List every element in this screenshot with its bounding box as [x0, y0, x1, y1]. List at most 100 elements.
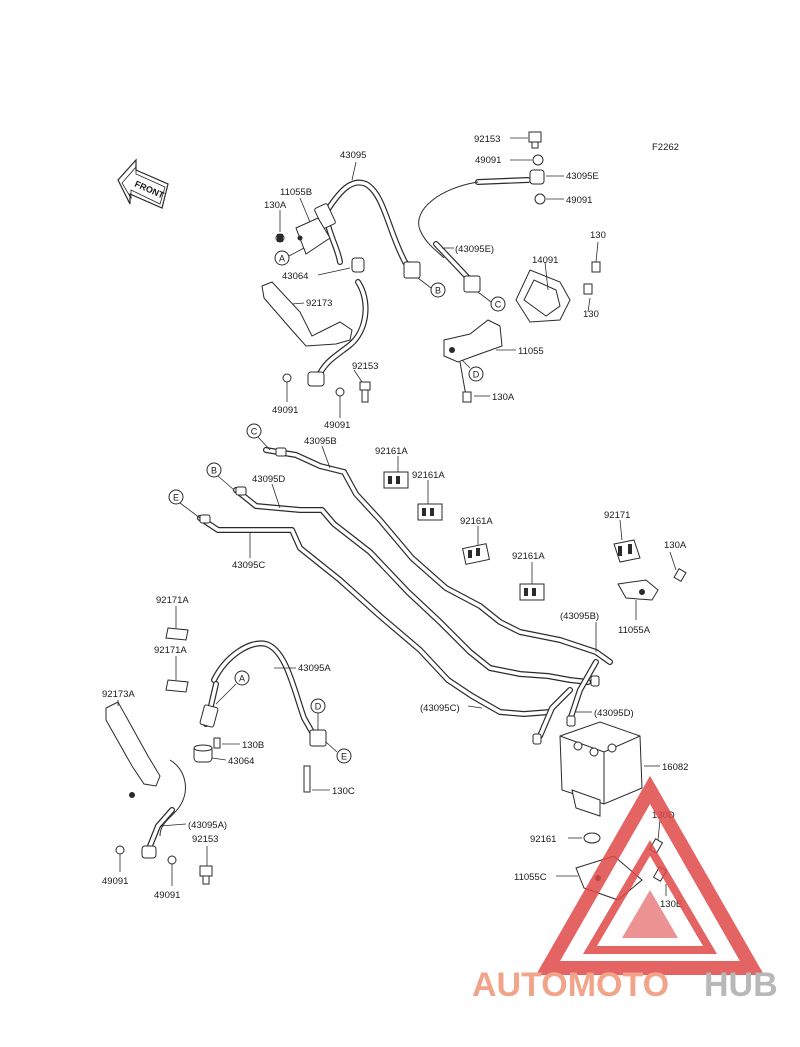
bolt-130b	[213, 737, 221, 749]
label-14091: 14091	[532, 255, 558, 266]
label-11055: 11055	[518, 346, 544, 357]
label-92173: 92173	[306, 298, 332, 309]
bracket-11055a	[617, 579, 659, 601]
callout-a-bot: A	[215, 670, 250, 705]
label-49091-bl1: 49091	[102, 876, 128, 887]
label-11055c: 11055C	[514, 872, 547, 883]
leader-lines	[117, 137, 677, 896]
bolt-130a-mid	[462, 391, 472, 403]
union-43095e	[529, 169, 545, 185]
label-92171: 92171	[604, 510, 630, 521]
label-92173a: 92173A	[102, 689, 135, 700]
bolt-130-mid	[583, 283, 593, 295]
washer-49091-bl1	[115, 845, 125, 855]
label-92161a-3: 92161A	[460, 516, 493, 527]
label-43064-bot: 43064	[228, 756, 254, 767]
bracket-11055	[443, 319, 503, 397]
callout-c-top: C	[477, 291, 506, 312]
callout-d-bot: D	[310, 698, 326, 730]
bolt-130a-top	[275, 233, 285, 243]
label-130e: 130E	[660, 899, 682, 910]
label-43095-top: 43095	[340, 150, 366, 161]
label-130a-r: 130A	[664, 540, 687, 551]
bolt-130c	[303, 765, 311, 793]
label-16082: 16082	[662, 762, 688, 773]
clamp-92161a-1	[383, 471, 409, 489]
svg-text:D: D	[473, 370, 480, 380]
svg-text:A: A	[239, 674, 245, 684]
label-49091-r1: 49091	[475, 155, 501, 166]
svg-text:C: C	[251, 427, 258, 437]
label-49091-r2: 49091	[566, 195, 592, 206]
bolt-92153-top	[359, 381, 371, 403]
clamp-92161a-4	[519, 583, 545, 601]
label-130a-top: 130A	[264, 200, 287, 211]
bolt-92153-bot	[199, 865, 213, 885]
label-43095d: 43095D	[252, 474, 285, 485]
svg-text:B: B	[435, 286, 441, 296]
washer-49091-r1	[532, 154, 544, 166]
label-43095c: 43095C	[232, 560, 265, 571]
label-49091-bl2: 49091	[154, 890, 180, 901]
callout-a-top: A	[274, 247, 305, 266]
clip-92171a-2	[165, 679, 189, 693]
label-92153-top: 92153	[352, 361, 378, 372]
svg-text:B: B	[211, 466, 217, 476]
label-130c: 130C	[332, 786, 355, 797]
label-43095b: 43095B	[304, 436, 337, 447]
brake-pipe-43095b	[263, 447, 613, 665]
washer-49091-tl	[282, 373, 292, 383]
washer-49091-tr	[335, 387, 345, 397]
label-43095c-paren: (43095C)	[420, 703, 460, 714]
part-labels: 43095 11055B 130A 43064 92173 92153 4909…	[102, 134, 688, 910]
callout-e-mid: E	[168, 489, 201, 519]
label-43095e: 43095E	[566, 171, 599, 182]
watermark-text: AUTOMOTO HUB	[472, 966, 778, 1004]
label-49091-tl: 49091	[272, 405, 298, 416]
label-92161: 92161	[530, 834, 556, 845]
label-92161a-1: 92161A	[375, 446, 408, 457]
label-130-top: 130	[590, 230, 606, 241]
clamp-92161a-3	[462, 543, 490, 565]
label-43095a: 43095A	[298, 663, 331, 674]
washer-49091-r2	[534, 193, 546, 205]
clip-92171a-1	[165, 627, 189, 641]
label-92171a-1: 92171A	[156, 595, 189, 606]
label-130b: 130B	[242, 740, 264, 751]
svg-text:C: C	[495, 300, 502, 310]
label-43095d-paren: (43095D)	[594, 708, 634, 719]
bolt-130-top	[591, 261, 601, 273]
label-11055a: 11055A	[618, 625, 651, 636]
bolt-92153-r	[528, 131, 542, 149]
svg-text:D: D	[315, 702, 322, 712]
figure-code: F2262	[652, 142, 679, 153]
callout-d-top: D	[461, 359, 484, 382]
label-130a-mid: 130A	[492, 392, 515, 403]
callout-e-bot: E	[325, 741, 352, 764]
label-92161a-2: 92161A	[412, 470, 445, 481]
bracket-92173a	[105, 701, 186, 859]
brake-pipe-43095d	[233, 486, 591, 685]
callout-b-top: B	[417, 277, 446, 298]
abs-unit-16082	[559, 721, 643, 817]
svg-text:HUB: HUB	[704, 966, 778, 1004]
label-130-mid: 130	[583, 309, 599, 320]
washer-49091-bl2	[167, 855, 177, 865]
bracket-92173	[261, 279, 369, 387]
brake-hose-43095a	[199, 640, 327, 747]
callout-b-mid: B	[206, 462, 235, 491]
svg-text:A: A	[279, 254, 285, 264]
bracket-11055b	[295, 217, 331, 255]
label-92161a-4: 92161A	[512, 551, 545, 562]
label-43095e-paren: (43095E)	[455, 244, 494, 255]
label-92171a-2: 92171A	[154, 645, 187, 656]
svg-text:E: E	[341, 752, 347, 762]
label-92153-r: 92153	[474, 134, 500, 145]
watermark-logo-icon	[535, 775, 765, 975]
bolt-130a-r	[673, 567, 687, 583]
brake-hose-43095e	[418, 177, 531, 293]
front-arrow-icon: FRONT	[117, 158, 169, 209]
grommet-92161	[583, 832, 601, 844]
label-43095b-paren: (43095B)	[560, 611, 599, 622]
